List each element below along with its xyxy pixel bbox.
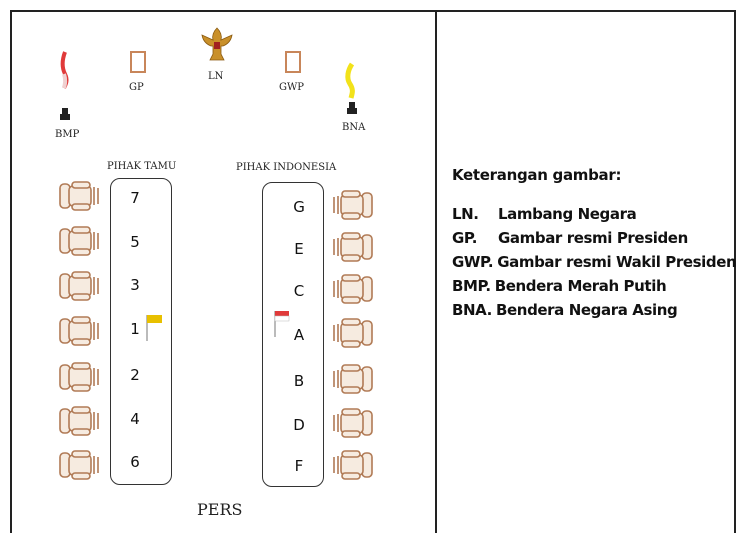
guest-chair-icon — [58, 226, 102, 260]
legend-item: BMP.Bendera Merah Putih — [452, 277, 667, 295]
vice-president-picture — [285, 51, 301, 73]
host-chair-icon — [330, 450, 374, 484]
legend-abbreviation: BNA. — [452, 301, 492, 319]
guest-chair-icon — [58, 271, 102, 305]
legend-item: LN. Lambang Negara — [452, 205, 637, 223]
gwp-label: GWP — [279, 82, 304, 93]
host-seat-letter: C — [293, 282, 305, 300]
press-label: PERS — [197, 500, 243, 519]
diagram-frame — [10, 10, 736, 533]
host-table — [262, 182, 324, 487]
president-picture — [130, 51, 146, 73]
host-chair-icon — [330, 274, 374, 308]
gp-label: GP — [129, 82, 144, 93]
host-seat-letter: G — [293, 198, 305, 216]
panel-divider — [435, 10, 437, 533]
foreign-flag-icon — [345, 62, 357, 114]
host-chair-icon — [330, 408, 374, 442]
guest-seat-number: 4 — [130, 410, 140, 428]
host-table-flag-icon — [274, 311, 290, 337]
legend-abbreviation: GP. — [452, 229, 478, 247]
red-white-flag-icon — [60, 51, 70, 120]
guest-side-heading: PIHAK TAMU — [107, 161, 177, 172]
guest-chair-icon — [58, 450, 102, 484]
bmp-label: BMP — [55, 129, 80, 140]
guest-chair-icon — [58, 316, 102, 350]
guest-seat-number: 1 — [130, 320, 140, 338]
legend-description: Gambar resmi Presiden — [498, 229, 688, 247]
host-chair-icon — [330, 318, 374, 352]
host-chair-icon — [330, 232, 374, 266]
ln-label: LN — [208, 71, 224, 82]
guest-table — [110, 178, 172, 485]
legend-item: GP. Gambar resmi Presiden — [452, 229, 688, 247]
host-seat-letter: A — [293, 326, 305, 344]
legend-description: Bendera Merah Putih — [494, 277, 667, 295]
host-seat-letter: F — [294, 457, 304, 475]
guest-seat-number: 2 — [130, 366, 140, 384]
host-seat-letter: D — [293, 416, 305, 434]
legend-abbreviation: LN. — [452, 205, 479, 223]
guest-chair-icon — [58, 362, 102, 396]
guest-table-flag-icon — [146, 315, 162, 341]
legend-abbreviation: BMP. — [452, 277, 491, 295]
guest-seat-number: 6 — [130, 453, 140, 471]
legend-description: Bendera Negara Asing — [495, 301, 678, 319]
legend-abbreviation: GWP. — [452, 253, 494, 271]
guest-chair-icon — [58, 406, 102, 440]
bna-label: BNA — [342, 122, 366, 133]
legend-description: Lambang Negara — [498, 205, 637, 223]
guest-seat-number: 5 — [130, 233, 140, 251]
garuda-emblem-icon — [201, 27, 233, 61]
host-seat-letter: E — [294, 240, 304, 258]
host-side-heading: PIHAK INDONESIA — [236, 162, 337, 173]
guest-seat-number: 3 — [130, 276, 140, 294]
host-chair-icon — [330, 364, 374, 398]
legend-title: Keterangan gambar: — [452, 166, 622, 184]
host-seat-letter: B — [293, 372, 305, 390]
legend-item: BNA.Bendera Negara Asing — [452, 301, 678, 319]
legend-description: Gambar resmi Wakil Presiden — [497, 253, 737, 271]
legend-item: GWP.Gambar resmi Wakil Presiden — [452, 253, 737, 271]
guest-seat-number: 7 — [130, 189, 140, 207]
host-chair-icon — [330, 190, 374, 224]
guest-chair-icon — [58, 181, 102, 215]
